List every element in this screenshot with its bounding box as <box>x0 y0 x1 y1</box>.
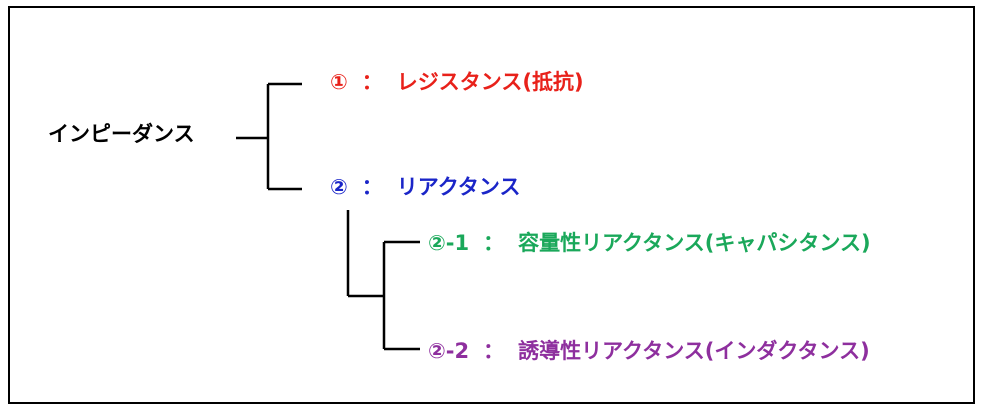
resistance-text: レジスタンス(抵抗) <box>396 70 584 94</box>
inductive-node: ②-2 ： 誘導性リアクタンス(インダクタンス) <box>428 341 870 362</box>
inductive-number: ②-2 <box>428 339 470 363</box>
resistance-node: ① ： レジスタンス(抵抗) <box>330 72 584 93</box>
diagram-frame <box>8 6 975 404</box>
resistance-number: ① <box>330 70 348 94</box>
inductive-text: 誘導性リアクタンス(インダクタンス) <box>518 339 870 363</box>
capacitive-separator: ： <box>483 231 505 255</box>
reactance-number: ② <box>330 175 348 199</box>
reactance-separator: ： <box>361 175 383 199</box>
impedance-label: インピーダンス <box>48 122 195 146</box>
capacitive-number: ②-1 <box>428 231 470 255</box>
capacitive-node: ②-1 ： 容量性リアクタンス(キャパシタンス) <box>428 233 871 254</box>
reactance-text: リアクタンス <box>396 175 521 199</box>
reactance-node: ② ： リアクタンス <box>330 177 520 198</box>
inductive-separator: ： <box>483 339 505 363</box>
resistance-separator: ： <box>361 70 383 94</box>
capacitive-text: 容量性リアクタンス(キャパシタンス) <box>518 231 871 255</box>
